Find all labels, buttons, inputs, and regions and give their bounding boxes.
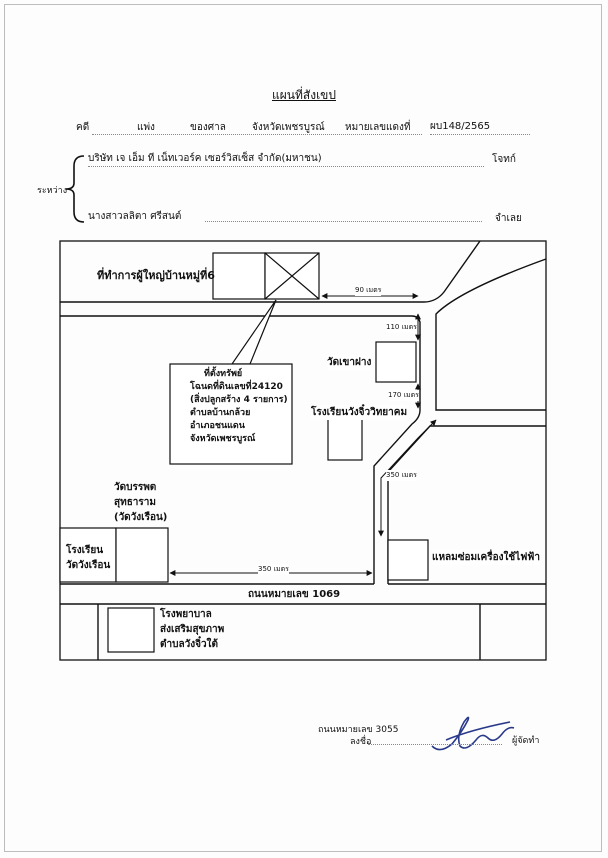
map-frame [59, 240, 547, 661]
court-name: จังหวัดเพชรบูรณ์ [252, 122, 325, 133]
distance-90m-label: 90 เมตร [355, 285, 382, 296]
defendant-role: จำเลย [495, 213, 522, 224]
school-wangruean-building [59, 527, 117, 583]
property-callout-box [169, 363, 293, 465]
school-wangruean-line-1: โรงเรียน [66, 545, 104, 556]
hospital-line-1: โรงพยาบาล [160, 609, 212, 620]
property-line-1: ที่ตั้งทรัพย์ [204, 369, 243, 379]
highway-1069 [60, 583, 546, 605]
right-road [387, 258, 547, 584]
maker-label: ผู้จัดทำ [512, 736, 540, 746]
property-callout-pointer [230, 299, 277, 365]
hospital-building [107, 607, 155, 653]
highway-label: ถนนหมายเลข 1069 [248, 589, 341, 600]
hospital-line-2: ส่งเสริมสุขภาพ [160, 624, 225, 635]
red-number-label: หมายเลขแดงที่ [345, 122, 411, 133]
property-line-2: โฉนดที่ดินเลขที่24120 [190, 382, 283, 392]
property-line-6: จังหวัดเพชรบูรณ์ [190, 434, 256, 444]
village-office-label: ที่ทำการผู้ใหญ่บ้านหมู่ที่6 [97, 269, 215, 282]
temple-bunphot-line-1: วัดบรรพต [114, 482, 157, 493]
document-title: แผนที่สังเขป [272, 88, 336, 102]
village-office-building [212, 252, 266, 300]
defendant-dotted-line [205, 221, 482, 222]
sign-label: ลงชื่อ [350, 737, 372, 747]
property-line-3: (สิ่งปลูกสร้าง 4 รายการ) [190, 395, 288, 405]
hospital-line-3: ตำบลวังจิ๋วใต้ [160, 639, 218, 650]
temple-bunphot-label: วัดบรรพต สุทธาราม (วัดวังเรือน) [114, 480, 167, 525]
temple-bunphot-line-3: (วัดวังเรือน) [114, 512, 168, 523]
distance-110m-label: 110 เมตร [386, 322, 417, 333]
school-wangchiu-building [327, 418, 363, 461]
property-cross-mark [264, 252, 320, 300]
temple-khao-nang-building [375, 341, 417, 383]
bottom-side-roads [97, 604, 481, 660]
signature-graphic [431, 716, 515, 751]
plaintiff-name: บริษัท เจ เอ็ม ที เน็ทเวอร์ค เซอร์วิสเซ็… [88, 153, 322, 164]
plaintiff-dotted-line [88, 166, 484, 167]
distance-350m-bottom-label: 350 เมตร [258, 564, 289, 575]
arrow-350m-right [378, 419, 437, 537]
hospital-label: โรงพยาบาล ส่งเสริมสุขภาพ ตำบลวังจิ๋วใต้ [160, 607, 224, 652]
distance-350m-right-label: 350 เมตร [386, 470, 417, 481]
property-line-4: ตำบลบ้านกล้วย [190, 408, 251, 418]
defendant-name: นางสาวลลิตา ศรีสนต์ [88, 211, 182, 222]
case-label: คดี [76, 122, 90, 133]
temple-khao-nang-label: วัดเขาฝาง [327, 355, 372, 370]
court-label: ของศาล [190, 122, 226, 133]
red-number-dotted-line [430, 134, 530, 135]
temple-bunphot-line-2: สุทธาราม [114, 497, 156, 508]
property-callout-text: ที่ตั้งทรัพย์ โฉนดที่ดินเลขที่24120 (สิ่… [190, 368, 288, 446]
school-wangchiu-label: โรงเรียนวังจิ๋ววิทยาคม [311, 405, 408, 420]
page-border [4, 4, 602, 852]
school-wangruean-line-2: วัดวังเรือน [66, 560, 111, 571]
electric-repair-label: แหลมซ่อมเครื่องใช้ไฟฟ้า [432, 550, 540, 565]
case-row-dotted-line [92, 134, 422, 135]
temple-bunphot-building [115, 527, 169, 583]
plaintiff-role: โจทก์ [492, 154, 516, 165]
school-wangruean-label: โรงเรียน วัดวังเรือน [66, 543, 110, 573]
electric-repair-building [387, 539, 429, 581]
red-number: ผบ148/2565 [430, 121, 491, 132]
property-line-5: อำเภอชนแดน [190, 421, 245, 431]
distance-170m-label: 170 เมตร [388, 390, 419, 401]
between-label: ระหว่าง [37, 186, 68, 196]
road-3055-note: ถนนหมายเลข 3055 [318, 725, 399, 735]
signature-dotted-line [368, 744, 502, 745]
case-type: แพ่ง [137, 122, 155, 133]
